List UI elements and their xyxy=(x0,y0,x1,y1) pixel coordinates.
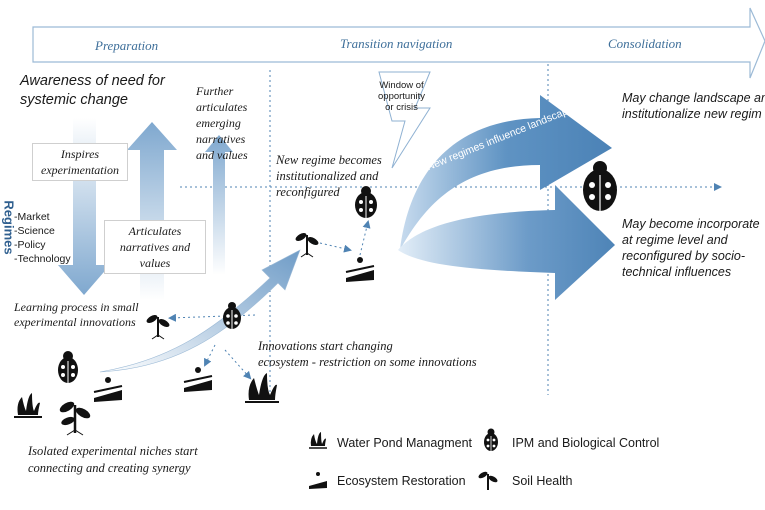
water-splash-icon xyxy=(14,393,42,418)
regime-incorporation-arrow xyxy=(398,185,615,300)
ladybug-icon xyxy=(583,161,617,211)
plant-sprout-icon xyxy=(59,401,91,436)
phase-preparation: Preparation xyxy=(95,38,159,53)
ecosystem-sun-field-icon xyxy=(309,472,327,489)
legend-ipm: IPM and Biological Control xyxy=(512,436,660,450)
phase-consolidation: Consolidation xyxy=(608,36,682,51)
awareness-up-arrow xyxy=(127,122,177,300)
narratives-up-arrow xyxy=(205,135,233,275)
learning-down-arrow xyxy=(58,118,110,295)
water-splash-icon xyxy=(309,432,327,449)
legend-water: Water Pond Managment xyxy=(337,436,473,450)
ladybug-icon xyxy=(484,428,498,451)
dotted-arrow-sprout xyxy=(319,242,352,253)
plant-sprout-icon xyxy=(478,471,498,490)
landscape-influence-arrow xyxy=(400,95,612,250)
plant-sprout-icon xyxy=(146,315,170,340)
dotted-arrow-regime xyxy=(359,220,371,256)
plant-sprout-icon xyxy=(295,233,319,258)
ecosystem-sun-field-icon xyxy=(93,377,123,402)
ladybug-icon xyxy=(58,351,78,383)
ecosystem-sun-field-icon xyxy=(183,367,213,392)
dotted-arrow-learning xyxy=(168,313,256,322)
ecosystem-sun-field-icon xyxy=(345,257,375,282)
window-lightning-bolt xyxy=(378,71,431,169)
legend-eco: Ecosystem Restoration xyxy=(337,474,466,488)
dotted-arrow-eco xyxy=(204,344,216,367)
water-splash-icon xyxy=(245,373,279,403)
phase-transition: Transition navigation xyxy=(340,36,453,51)
regime-elements-list: -Market -Science -Policy -Technology xyxy=(14,211,71,265)
dotted-arrow-water xyxy=(224,349,252,380)
niche-growth-arrow xyxy=(99,249,301,373)
ladybug-icon xyxy=(223,302,241,329)
legend-soil: Soil Health xyxy=(512,474,573,488)
ladybug-icon xyxy=(355,186,377,218)
phase-banner-arrow xyxy=(32,7,765,79)
